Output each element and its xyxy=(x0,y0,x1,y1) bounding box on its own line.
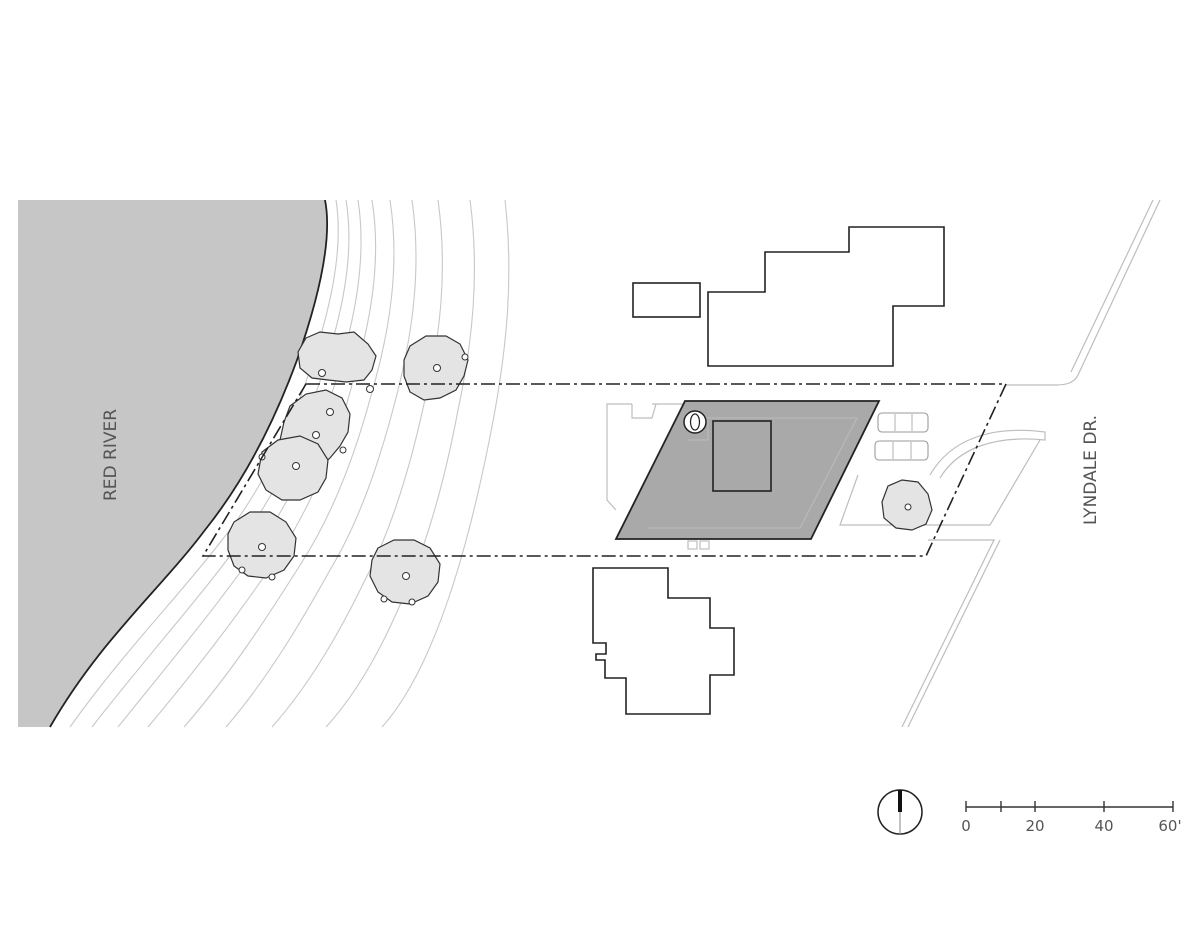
main-house-courtyard xyxy=(712,420,772,492)
river-label: RED RIVER xyxy=(101,409,121,501)
parked-car-2 xyxy=(874,440,929,461)
scale-tick-label: 20 xyxy=(1025,817,1044,835)
tree xyxy=(257,435,329,501)
neighbor-building-south xyxy=(592,567,735,715)
contour-lines xyxy=(69,199,510,728)
scale-bar: 0 20 40 60' xyxy=(961,801,1182,835)
river-bank-line xyxy=(49,199,329,728)
neighbor-building-north xyxy=(707,226,945,367)
tree xyxy=(881,479,933,531)
deck-outline xyxy=(606,403,710,550)
tree xyxy=(227,511,297,581)
tree xyxy=(297,331,377,393)
scale-tick-label: 0 xyxy=(961,817,971,835)
property-line xyxy=(201,383,1008,557)
tree xyxy=(403,335,469,401)
parked-car-1 xyxy=(877,412,929,433)
scale-tick-label: 60' xyxy=(1158,817,1181,835)
main-house-interior-lines xyxy=(648,417,858,529)
main-house-skylight xyxy=(683,410,707,434)
street-label: LYNDALE DR. xyxy=(1081,415,1101,525)
tree xyxy=(369,539,441,606)
scale-tick-label: 40 xyxy=(1094,817,1113,835)
north-arrow-icon xyxy=(877,789,923,835)
river-water xyxy=(18,200,328,727)
neighbor-garage-north xyxy=(632,282,701,318)
street-curbs xyxy=(839,199,1161,728)
